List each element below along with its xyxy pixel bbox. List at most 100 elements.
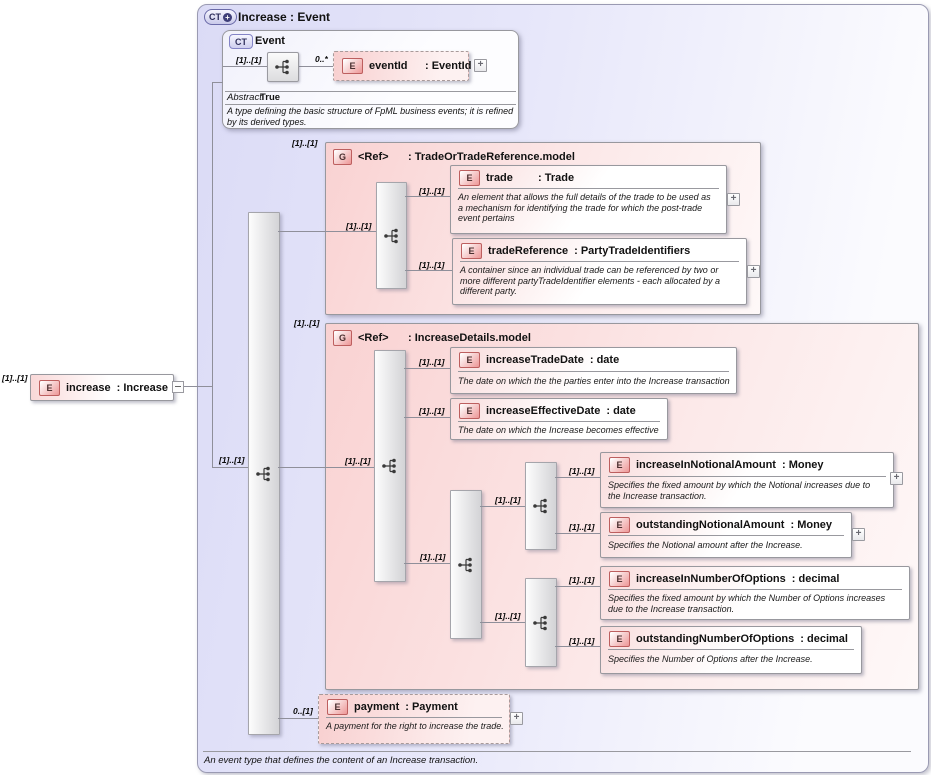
element-trade-reference[interactable]: E tradeReference : PartyTradeIdentifiers…: [452, 238, 747, 305]
ct-badge: CT: [229, 34, 253, 49]
element-increase-effective-date[interactable]: E increaseEffectiveDate : date The date …: [450, 398, 668, 440]
element-badge: E: [461, 243, 482, 259]
element-type: : decimal: [800, 633, 848, 645]
element-trade[interactable]: E trade : Trade An element that allows t…: [450, 165, 727, 234]
element-increase-in-number-of-options[interactable]: E increaseInNumberOfOptions : decimal Sp…: [600, 566, 910, 620]
expand-button[interactable]: +: [727, 193, 740, 206]
element-name: increase: [66, 382, 111, 394]
sequence-icon: [256, 466, 270, 481]
cardinality-label: [1]..[1]: [419, 357, 445, 367]
choice-icon: [383, 228, 398, 243]
divider: [225, 104, 516, 105]
sequence-icon-button[interactable]: [267, 52, 299, 82]
amounts-choice-bar: [450, 490, 482, 639]
divider: [608, 535, 844, 536]
expand-button[interactable]: +: [747, 265, 760, 278]
base-type-title: Event: [255, 35, 285, 47]
cardinality-label: [1]..[1]: [569, 636, 595, 646]
footer-divider: [203, 751, 911, 752]
connector-line: [212, 82, 223, 83]
expand-button[interactable]: +: [852, 528, 865, 541]
sequence-icon: [382, 458, 396, 474]
connector-line: [404, 563, 450, 564]
collapse-toggle-icon[interactable]: [172, 381, 184, 393]
cardinality-label: [1]..[1]: [345, 456, 371, 466]
ct-badge-label: CT: [209, 12, 221, 22]
element-increase-in-notional-amount[interactable]: E increaseInNotionalAmount : Money Speci…: [600, 452, 894, 508]
element-type: : Money: [781, 459, 824, 471]
element-badge: E: [39, 380, 60, 396]
connector-line: [480, 622, 525, 623]
element-outstanding-notional-amount[interactable]: E outstandingNotionalAmount : Money Spec…: [600, 512, 852, 558]
cardinality-label: 0..[1]: [293, 706, 313, 716]
sequence-icon: [533, 615, 547, 630]
connector-line: [405, 196, 450, 197]
element-type: : Increase: [116, 382, 169, 394]
divider: [458, 421, 660, 422]
connector-line: [278, 231, 376, 232]
divider: [460, 261, 739, 262]
group-badge: G: [333, 330, 352, 346]
element-description: The date on which the Increase becomes e…: [458, 425, 659, 435]
base-type-description: A type defining the basic structure of F…: [227, 106, 514, 127]
element-name: increaseTradeDate: [486, 354, 584, 366]
abstract-value: True: [260, 92, 281, 103]
element-event-id[interactable]: E eventId : EventId: [333, 51, 472, 81]
element-type: : Trade: [538, 172, 575, 184]
connector-line: [555, 586, 600, 587]
element-badge: E: [609, 457, 630, 473]
divider: [608, 649, 854, 650]
element-type: : EventId: [425, 60, 472, 72]
element-type: : date: [606, 405, 636, 417]
cardinality-label: [1]..[1]: [2, 373, 28, 383]
connector-line: [223, 66, 267, 67]
plus-circle-icon: +: [223, 12, 232, 22]
element-name: increaseInNumberOfOptions: [636, 573, 786, 585]
element-description: An element that allows the full details …: [458, 192, 711, 223]
connector-line: [278, 718, 318, 719]
element-name: payment: [354, 701, 400, 713]
expand-button[interactable]: +: [890, 472, 903, 485]
element-badge: E: [609, 631, 630, 647]
divider: [225, 91, 516, 92]
connector-line: [297, 66, 333, 67]
cardinality-label: [1]..[1]: [219, 455, 245, 465]
element-name: outstandingNotionalAmount: [636, 519, 785, 531]
element-description: A container since an individual trade ca…: [460, 265, 720, 296]
cardinality-label: [1]..[1]: [420, 552, 446, 562]
cardinality-label: [1]..[1]: [236, 55, 262, 65]
notional-sequence-bar: [525, 462, 557, 550]
element-type: : decimal: [791, 573, 840, 585]
divider: [458, 188, 719, 189]
element-badge: E: [459, 352, 480, 368]
element-name: eventId: [369, 60, 408, 72]
connector-line: [404, 368, 450, 369]
element-badge: E: [609, 517, 630, 533]
divider: [608, 589, 902, 590]
element-outstanding-number-of-options[interactable]: E outstandingNumberOfOptions : decimal S…: [600, 626, 862, 674]
element-increase-trade-date[interactable]: E increaseTradeDate : date The date on w…: [450, 347, 737, 394]
choice-icon: [458, 557, 472, 572]
divider: [326, 717, 502, 718]
cardinality-label: [1]..[1]: [569, 522, 595, 532]
connector-line: [181, 386, 212, 387]
connector-line: [555, 533, 600, 534]
element-type: : Money: [790, 519, 833, 531]
cardinality-label: [1]..[1]: [495, 495, 521, 505]
details-sequence-bar: [374, 350, 406, 582]
element-payment[interactable]: E payment : Payment A payment for the ri…: [318, 694, 510, 744]
connector-line: [405, 270, 452, 271]
cardinality-label: [1]..[1]: [495, 611, 521, 621]
element-name: trade: [486, 172, 513, 184]
cardinality-label: [1]..[1]: [346, 221, 372, 231]
expand-button[interactable]: +: [474, 59, 487, 72]
element-increase[interactable]: E increase : Increase: [30, 374, 174, 401]
element-badge: E: [342, 58, 363, 74]
cardinality-label: [1]..[1]: [294, 318, 320, 328]
group-type-label: : IncreaseDetails.model: [408, 332, 531, 344]
element-badge: E: [609, 571, 630, 587]
element-description: Specifies the Notional amount after the …: [608, 540, 803, 550]
expand-button[interactable]: +: [510, 712, 523, 725]
cardinality-label: [1]..[1]: [419, 186, 445, 196]
